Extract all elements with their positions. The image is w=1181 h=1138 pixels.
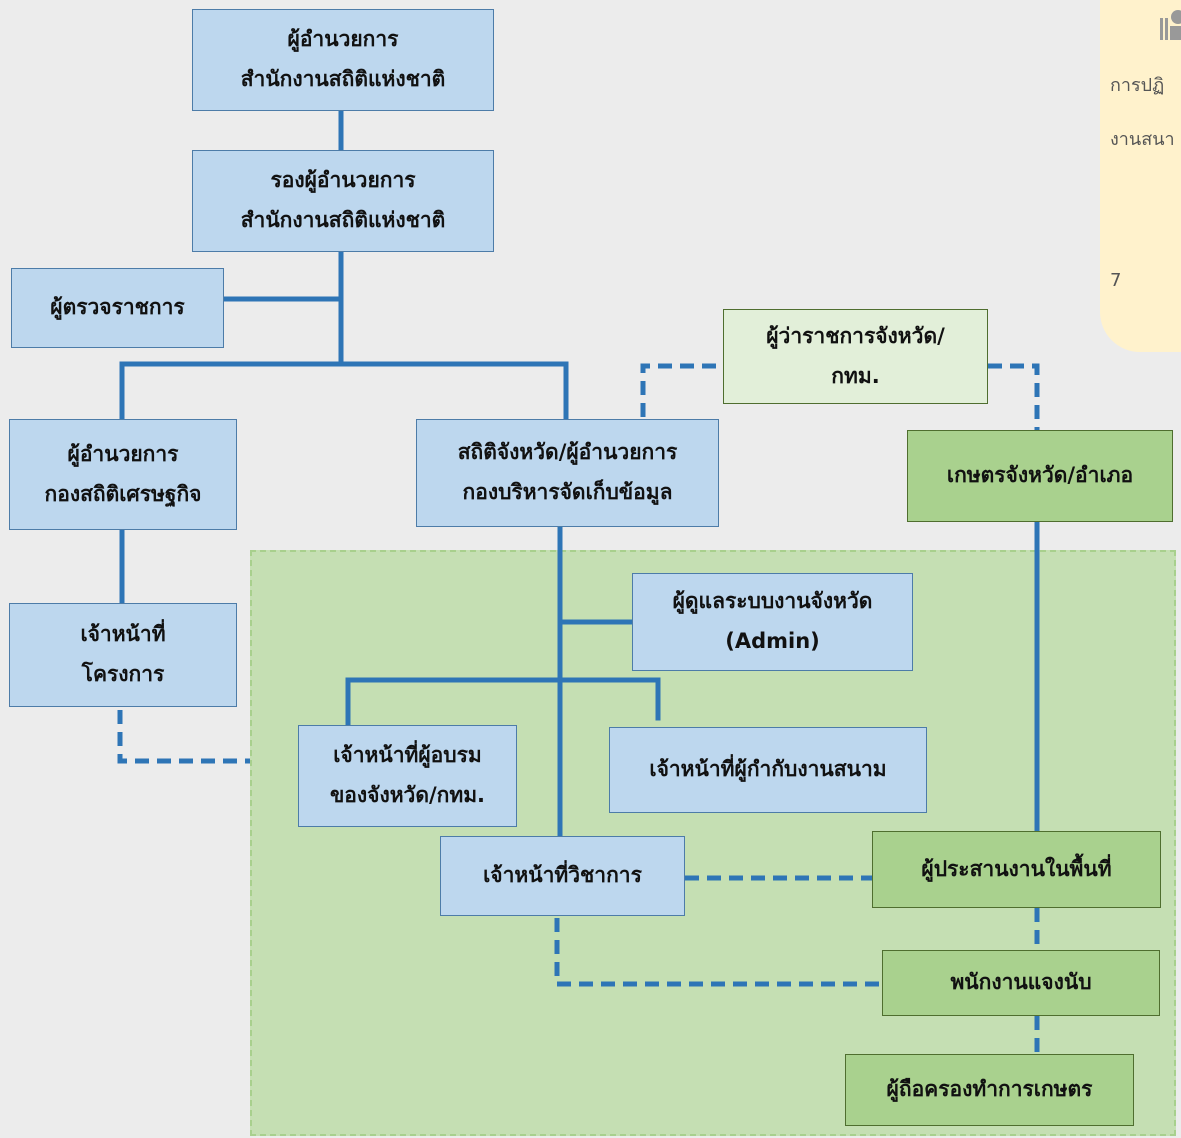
econ-director-line-1: ผู้อำนวยการ — [67, 441, 179, 466]
econ-director-line-2: กองสถิติเศรษฐกิจ — [44, 481, 202, 506]
academic-label: เจ้าหน้าที่วิชาการ — [483, 863, 642, 888]
person-at-desk-icon — [1160, 10, 1181, 40]
governor-line-1: ผู้ว่าราชการจังหวัด/ — [766, 323, 945, 348]
deputy-director-box: รองผู้อำนวยการ สำนักงานสถิติแห่งชาติ — [192, 150, 494, 252]
field-supervisor-label: เจ้าหน้าที่ผู้กำกับงานสนาม — [649, 757, 887, 782]
trainer-line-2: ของจังหวัด/กทม. — [329, 783, 486, 807]
admin-line-1: ผู้ดูแลระบบงานจังหวัด — [672, 589, 873, 614]
side-note-number: 7 — [1110, 270, 1122, 291]
side-note-line-1: การปฏิ — [1110, 75, 1165, 96]
director-line-1: ผู้อำนวยการ — [287, 27, 399, 52]
area-coordinator-box: ผู้ประสานงานในพื้นที่ — [872, 831, 1161, 908]
trainer-line-1: เจ้าหน้าที่ผู้อบรม — [333, 743, 482, 768]
side-note-line-2: งานสนา — [1110, 129, 1175, 150]
enumerator-label: พนักงานแจงนับ — [950, 970, 1092, 995]
agri-office-label: เกษตรจังหวัด/อำเภอ — [946, 463, 1134, 488]
trainer-box: เจ้าหน้าที่ผู้อบรม ของจังหวัด/กทม. — [298, 725, 517, 827]
farm-holder-label: ผู้ถือครองทำการเกษตร — [886, 1077, 1093, 1102]
academic-staff-box: เจ้าหน้าที่วิชาการ — [440, 836, 685, 916]
provincial-statistics-box: สถิติจังหวัด/ผู้อำนวยการ กองบริหารจัดเก็… — [416, 419, 719, 527]
coordinator-label: ผู้ประสานงานในพื้นที่ — [921, 856, 1112, 881]
field-supervisor-box: เจ้าหน้าที่ผู้กำกับงานสนาม — [609, 727, 927, 813]
provincial-stat-line-2: กองบริหารจัดเก็บข้อมูล — [462, 480, 673, 504]
farm-holder-box: ผู้ถือครองทำการเกษตร — [845, 1054, 1134, 1126]
agriculture-office-box: เกษตรจังหวัด/อำเภอ — [907, 430, 1173, 522]
project-staff-line-1: เจ้าหน้าที่ — [80, 622, 166, 647]
side-note-panel: การปฏิ งานสนา 7 — [1100, 0, 1181, 352]
inspector-label: ผู้ตรวจราชการ — [50, 295, 185, 320]
admin-line-2: (Admin) — [725, 629, 820, 653]
deputy-line-1: รองผู้อำนวยการ — [270, 168, 416, 193]
project-staff-line-2: โครงการ — [81, 662, 165, 686]
director-line-2: สำนักงานสถิติแห่งชาติ — [240, 67, 446, 91]
inspector-box: ผู้ตรวจราชการ — [11, 268, 224, 348]
governor-line-2: กทม. — [831, 363, 880, 388]
provincial-stat-line-1: สถิติจังหวัด/ผู้อำนวยการ — [457, 440, 678, 465]
enumerator-box: พนักงานแจงนับ — [882, 950, 1160, 1016]
director-box: ผู้อำนวยการ สำนักงานสถิติแห่งชาติ — [192, 9, 494, 111]
deputy-line-2: สำนักงานสถิติแห่งชาติ — [240, 208, 446, 232]
governor-box: ผู้ว่าราชการจังหวัด/ กทม. — [723, 309, 988, 404]
econ-director-box: ผู้อำนวยการ กองสถิติเศรษฐกิจ — [9, 419, 237, 530]
admin-box: ผู้ดูแลระบบงานจังหวัด (Admin) — [632, 573, 913, 671]
project-staff-box: เจ้าหน้าที่ โครงการ — [9, 603, 237, 707]
